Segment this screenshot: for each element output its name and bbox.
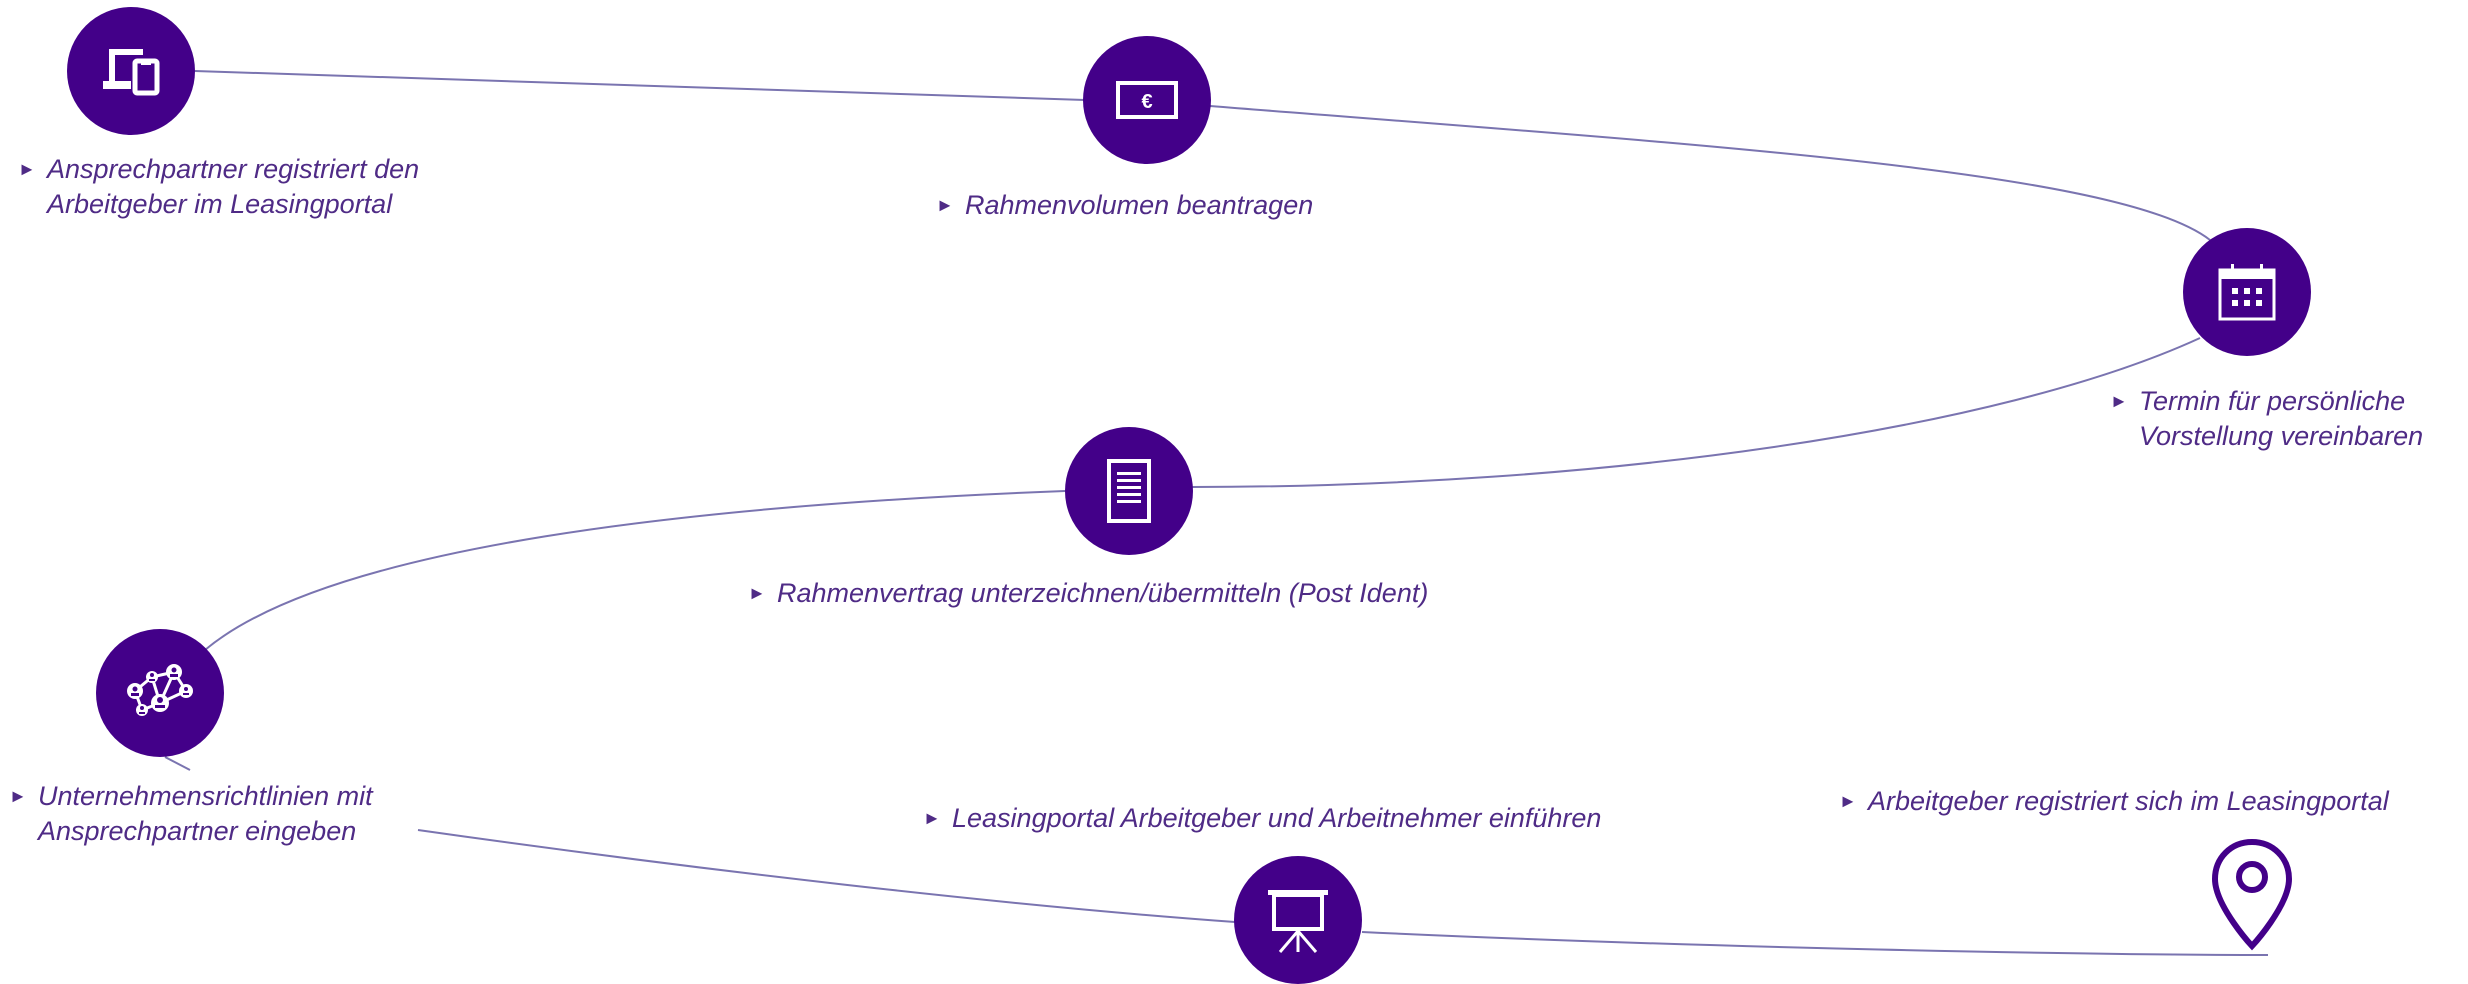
bullet-icon: ► xyxy=(9,786,27,806)
bullet-icon: ► xyxy=(923,808,941,828)
step-2-label: ► Rahmenvolumen beantragen xyxy=(936,188,1314,223)
step-6-label: ► Leasingportal Arbeitgeber und Arbeitne… xyxy=(923,801,1602,836)
step-2-line-1: Rahmenvolumen beantragen xyxy=(965,190,1314,220)
calendar-icon xyxy=(2218,264,2276,321)
bullet-icon: ► xyxy=(18,159,36,179)
step-3-circle xyxy=(2183,228,2311,356)
step-2-circle: € xyxy=(1083,36,1211,164)
step-6-line-1: Leasingportal Arbeitgeber und Arbeitnehm… xyxy=(952,803,1602,833)
step-4-circle xyxy=(1065,427,1193,555)
location-pin-icon xyxy=(2211,838,2293,951)
devices-icon xyxy=(103,49,160,96)
network-people-icon xyxy=(127,664,193,716)
bullet-icon: ► xyxy=(2110,391,2128,411)
path-segment-5-tail xyxy=(164,756,191,771)
path-segment-3-4 xyxy=(1191,337,2201,488)
step-6-circle xyxy=(1234,856,1362,984)
step-1-line-2: Arbeitgeber im Leasingportal xyxy=(47,189,393,219)
bullet-icon: ► xyxy=(936,195,954,215)
step-1-line-1: Ansprechpartner registriert den xyxy=(47,154,420,184)
step-5-line-1: Unternehmensrichtlinien mit xyxy=(38,781,373,811)
presentation-board-icon xyxy=(1268,890,1328,953)
svg-text:€: € xyxy=(1141,91,1152,113)
step-4-line-1: Rahmenvertrag unterzeichnen/übermitteln … xyxy=(777,578,1429,608)
bullet-icon: ► xyxy=(1839,791,1857,811)
bullet-icon: ► xyxy=(748,583,766,603)
step-3-line-1: Termin für persönliche xyxy=(2139,386,2406,416)
step-7-label: ► Arbeitgeber registriert sich im Leasin… xyxy=(1839,784,2389,819)
step-4-label: ► Rahmenvertrag unterzeichnen/übermittel… xyxy=(748,576,1429,611)
step-7-line-1: Arbeitgeber registriert sich im Leasingp… xyxy=(1868,786,2389,816)
path-segment-1-2 xyxy=(194,70,1086,101)
step-1-label: ► Ansprechpartner registriert den Arbeit… xyxy=(18,152,420,222)
path-segment-6-7 xyxy=(1361,931,2269,956)
path-segment-5-6 xyxy=(417,829,1236,923)
document-icon xyxy=(1107,459,1151,523)
step-5-line-2: Ansprechpartner eingeben xyxy=(38,816,357,846)
path-segment-4-5 xyxy=(204,490,1066,651)
step-3-line-2: Vorstellung vereinbaren xyxy=(2139,421,2424,451)
step-1-circle xyxy=(67,7,195,135)
path-segment-2-3 xyxy=(1209,105,2211,241)
euro-banknote-icon: € xyxy=(1116,81,1178,119)
step-5-label: ► Unternehmensrichtlinien mit Ansprechpa… xyxy=(9,779,373,849)
step-5-circle xyxy=(96,629,224,757)
step-3-label: ► Termin für persönliche Vorstellung ver… xyxy=(2110,384,2424,454)
